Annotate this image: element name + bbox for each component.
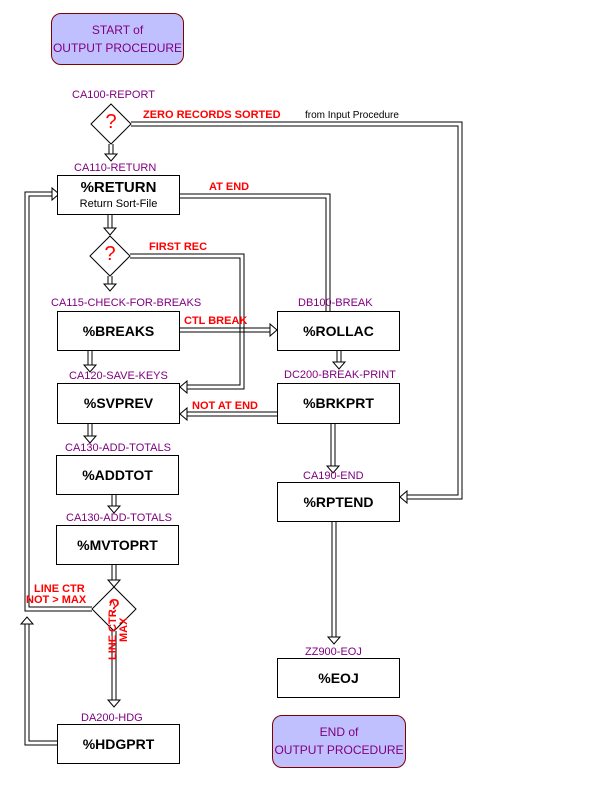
label-da200: DA200-HDG [81,712,143,724]
process-title: %EOJ [318,670,359,686]
connector-zero-records [131,121,463,505]
label-ca110: CA110-RETURN [74,162,157,174]
connector-hdgprt-loop [19,616,57,746]
note-from-input: from Input Procedure [305,110,399,121]
connector-mvtoprt-to-linectr [106,565,122,588]
condition-first-rec: FIRST REC [149,241,208,253]
process-breaks: %BREAKS [57,311,180,351]
connector-first-rec [130,253,245,395]
connector-breaks-to-svprev [82,351,98,373]
process-title: %ADDTOT [82,467,153,483]
label-ca190: CA190-END [303,470,364,482]
label-ca130-a: CA130-ADD-TOTALS [65,442,171,454]
connector-ctl-break [179,322,278,338]
connector-linectr-to-hdgprt [106,631,122,708]
end-line-2: OUTPUT PROCEDURE [274,743,404,757]
process-title: %RPTEND [303,494,374,510]
label-ca100: CA100-REPORT [72,89,155,101]
process-title: %ROLLAC [303,323,374,339]
end-terminal: END of OUTPUT PROCEDURE [272,715,406,768]
connector-return-to-check [102,214,118,236]
connector-rollac-to-brkprt [331,351,347,370]
start-terminal: START of OUTPUT PROCEDURE [51,13,184,65]
condition-not-at-end: NOT AT END [192,400,258,412]
process-addtot: %ADDTOT [56,455,179,495]
label-ca115: CA115-CHECK-FOR-BREAKS [51,297,202,309]
condition-line-ctr-not-max: LINE CTR NOT > MAX [26,583,86,606]
decision-question-icon: ? [108,596,120,618]
connector-check-to-breaks [102,276,118,292]
connector-rptend-to-eoj [326,521,342,645]
label-zz900: ZZ900-EOJ [305,646,362,658]
condition-zero-records: ZERO RECORDS SORTED [143,109,281,121]
label-ca120: CA120-SAVE-KEYS [69,370,168,382]
condition-line-ctr-max: LINE CTR > MAX [107,600,130,660]
process-rptend: %RPTEND [277,482,400,522]
label-db100: DB100-BREAK [298,297,373,309]
process-title: %BRKPRT [303,395,374,411]
connector-brkprt-to-rptend [325,424,341,474]
decision-question-icon: ? [104,243,116,265]
process-rollac: %ROLLAC [277,311,400,351]
start-line-2: OUTPUT PROCEDURE [52,41,183,55]
decision-diamond-first-rec [89,235,131,277]
condition-line-1: LINE CTR [34,583,85,595]
process-title: %MVTOPRT [77,537,158,553]
decision-diamond-zero-records [90,103,132,145]
connector-not-at-end [179,406,277,422]
process-title: %HDGPRT [82,736,155,752]
condition-line-2: NOT > MAX [26,594,87,606]
label-ca130-b: CA130-ADD-TOTALS [66,512,172,524]
decision-diamond-line-ctr [91,586,137,632]
process-mvtoprt: %MVTOPRT [56,525,179,565]
process-eoj: %EOJ [277,658,400,698]
label-dc200: DC200-BREAK-PRINT [284,369,396,381]
process-return: %RETURN Return Sort-File [57,175,180,215]
connector-report-to-return [103,144,119,162]
condition-ctl-break: CTL BREAK [184,315,248,327]
start-line-1: START of [91,23,144,37]
process-title: %BREAKS [82,323,155,339]
connector-loop-to-return [24,186,92,612]
process-title: %RETURN [80,179,157,196]
process-brkprt: %BRKPRT [277,383,400,424]
process-svprev: %SVPREV [57,383,180,424]
condition-line-2: MAX [118,617,130,642]
end-line-1: END of [319,725,359,739]
process-title: %SVPREV [83,395,154,411]
connector-addtot-to-mvtoprt [106,495,122,514]
process-hdgprt: %HDGPRT [57,724,180,764]
process-subtitle: Return Sort-File [79,198,158,210]
decision-question-icon: ? [105,111,117,133]
condition-at-end: AT END [209,181,250,193]
connector-svprev-to-addtot [82,424,98,444]
